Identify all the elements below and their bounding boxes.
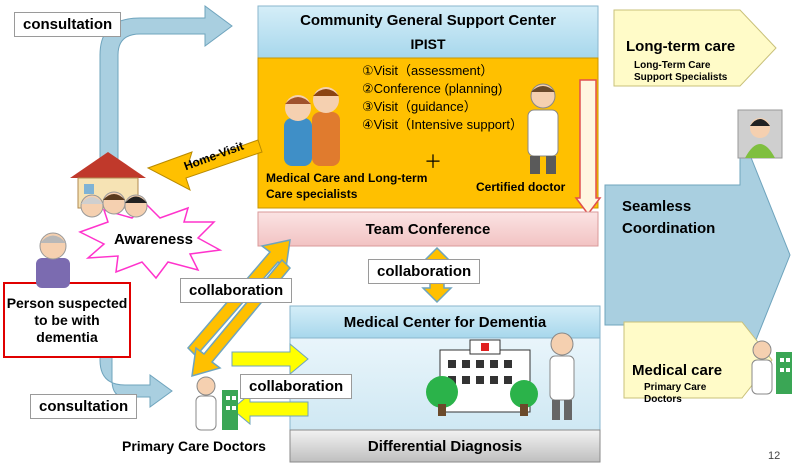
standing-doctor-icon: [549, 332, 575, 420]
yellow-arrow-left: [231, 392, 309, 426]
seamless-coordination-label: Seamless Coordination: [622, 198, 716, 237]
plus-sign: ＋: [424, 152, 442, 172]
care-specialist-icon: [737, 109, 783, 159]
step-item: ④Visit（Intensive support）: [362, 117, 523, 132]
medical-specialists-label: Medical Care and Long-term Care speciali…: [266, 171, 428, 201]
ipist-label: IPIST: [410, 36, 446, 52]
differential-box: [289, 429, 601, 463]
elderly-person-icon: [36, 232, 70, 288]
step-item: ①Visit（assessment）: [362, 63, 494, 78]
yellow-arrow-right: [231, 342, 309, 376]
team-conference-label: Team Conference: [365, 220, 491, 238]
differential-diagnosis-label: Differential Diagnosis: [367, 437, 523, 455]
certified-doctor-label: Certified doctor: [476, 180, 566, 194]
collaboration-left-label: collaboration: [180, 278, 293, 303]
team-conference-box: [257, 211, 599, 247]
red-down-arrow: [574, 79, 602, 216]
dementia-center-title: Medical Center for Dementia: [343, 313, 547, 331]
support-center-title: Community General Support Center: [300, 11, 556, 29]
medical-care-title: Medical care: [632, 362, 723, 379]
consultation-bottom-label: consultation: [30, 394, 138, 419]
primary-care-doctors-label: Primary Care Doctors: [122, 438, 266, 454]
long-term-care-box: [613, 9, 777, 87]
consultation-bottom-arrow: [99, 299, 173, 408]
step-item: ②Conference (planning): [362, 81, 503, 96]
dementia-center-header: [289, 305, 601, 339]
specialists-icon: [284, 87, 340, 166]
awareness-label: Awareness: [114, 231, 193, 248]
long-term-care-title: Long-term care: [626, 38, 736, 55]
primary-care-doctor-icon: [195, 376, 238, 431]
person-box: [3, 282, 131, 358]
family-icon: [80, 191, 148, 218]
collaboration-mid-label: collaboration: [368, 259, 481, 284]
collaboration-bottom-label: collaboration: [240, 374, 353, 399]
home-visit-arrow: [146, 139, 263, 192]
support-center-header: [257, 5, 599, 59]
long-term-care-sub: Long-Term Care Support Specialists: [634, 60, 728, 83]
page-number: 12: [768, 450, 781, 462]
step-item: ③Visit（guidance）: [362, 99, 477, 114]
steps-list: ①Visit（assessment） ②Conference (planning…: [362, 62, 523, 134]
person-label: Person suspected to be with dementia: [6, 294, 128, 345]
medical-care-doctor-icon: [751, 340, 792, 395]
certified-doctor-icon: [527, 83, 559, 174]
consultation-top-label: consultation: [14, 12, 122, 37]
medical-care-sub: Primary Care Doctors: [644, 382, 707, 405]
hospital-icon: [426, 339, 538, 416]
